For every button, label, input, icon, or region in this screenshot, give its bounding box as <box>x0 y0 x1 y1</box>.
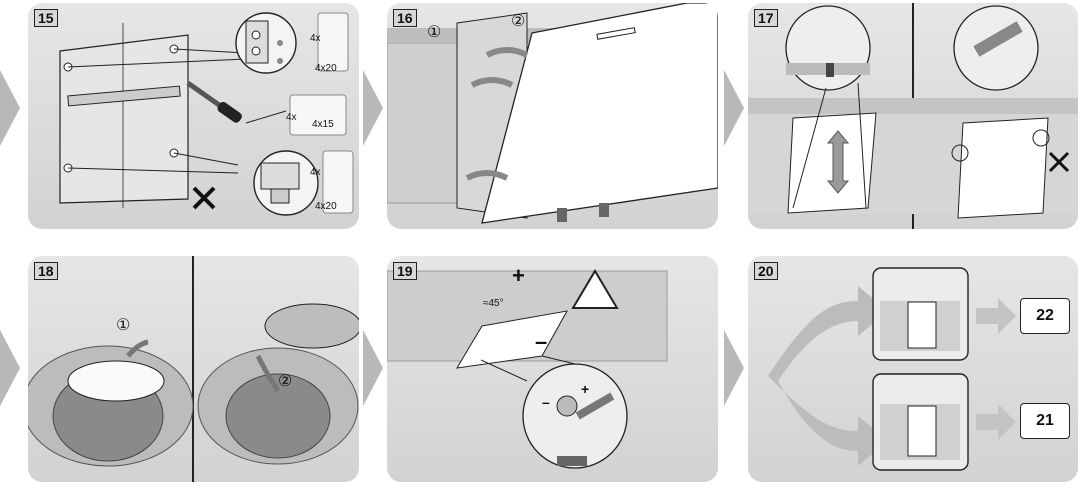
template-strip <box>67 85 181 107</box>
warning-triangle <box>571 269 619 309</box>
arrow-bottom <box>465 170 509 181</box>
step-number: 20 <box>754 262 778 280</box>
zoom-right <box>953 5 1039 91</box>
flow-arrow-left-bottom <box>0 330 20 406</box>
arrow-down <box>255 354 281 393</box>
cross-icon <box>1048 151 1070 173</box>
step-panel-15: 15 4x 4x20 4x 4x15 4x 4x20 <box>28 3 359 229</box>
step-panel-20: 20 22 21 <box>748 256 1078 482</box>
step-panel-19: 19 ≈45° + – – + <box>387 256 718 482</box>
arrow-up <box>126 339 149 358</box>
arrow-top <box>485 47 529 58</box>
step19-illustration <box>387 269 668 469</box>
zoom-left <box>785 5 871 91</box>
screw-c-size: 4x20 <box>315 201 337 212</box>
door-left <box>787 112 877 214</box>
marker-1: ① <box>427 24 442 41</box>
screw-b-size: 4x15 <box>312 119 334 130</box>
screw-a-count: 4x <box>310 33 321 44</box>
target-step-22[interactable]: 22 <box>1020 298 1070 334</box>
marker-2: ② <box>511 13 526 30</box>
flow-arrow-right-top <box>724 70 744 146</box>
lid-left <box>67 360 165 402</box>
branch-arrow-bottom <box>768 376 888 466</box>
marker-2: ② <box>278 373 293 390</box>
step-panel-18: 18 ① ② <box>28 256 359 482</box>
arrow-to-22 <box>976 298 1016 334</box>
step-number: 19 <box>393 262 417 280</box>
decor-door <box>481 3 718 224</box>
cross-icon <box>192 186 216 210</box>
flow-arrow-right-bottom <box>724 330 744 406</box>
step-number: 17 <box>754 9 778 27</box>
step-panel-16: 16 ① ② <box>387 3 718 229</box>
door-handle <box>596 27 636 40</box>
branch-arrow-top <box>768 286 888 381</box>
screw-a-size: 4x20 <box>315 63 337 74</box>
screw-box-b <box>289 94 347 136</box>
step-panel-17: 17 <box>748 3 1078 229</box>
plus-label: + <box>512 263 525 288</box>
flow-arrow-mid-bottom <box>363 330 383 406</box>
step15-illustration <box>59 12 354 216</box>
step16-illustration <box>387 3 718 224</box>
arrow-to-21 <box>976 404 1016 440</box>
knob-minus-label: – <box>542 394 550 410</box>
cabinet <box>387 42 458 204</box>
door-panel <box>59 34 189 204</box>
step20-illustration <box>768 267 1016 471</box>
step-number: 15 <box>34 9 58 27</box>
step-number: 18 <box>34 262 58 280</box>
screw-c-count: 4x <box>310 167 321 178</box>
screw-b-count: 4x <box>286 112 297 123</box>
marker-1: ① <box>116 317 131 334</box>
step17-illustration <box>748 3 1078 229</box>
step-number: 16 <box>393 9 417 27</box>
step18-illustration <box>28 256 359 482</box>
flow-arrow-mid-top <box>363 70 383 146</box>
flow-arrow-left-top <box>0 70 20 146</box>
height-arrow <box>826 130 850 194</box>
angle-label: ≈45° <box>483 298 504 309</box>
knob-plus-label: + <box>581 381 590 397</box>
screwdriver <box>186 81 242 123</box>
minus-label: – <box>535 329 548 354</box>
target-step-21[interactable]: 21 <box>1020 403 1070 439</box>
lid-right <box>264 303 359 349</box>
zoom-knob <box>522 363 628 469</box>
screw-box-a <box>317 12 349 72</box>
door-right <box>957 117 1049 219</box>
screw-box-c <box>322 150 354 214</box>
arrow-mid <box>470 77 514 88</box>
